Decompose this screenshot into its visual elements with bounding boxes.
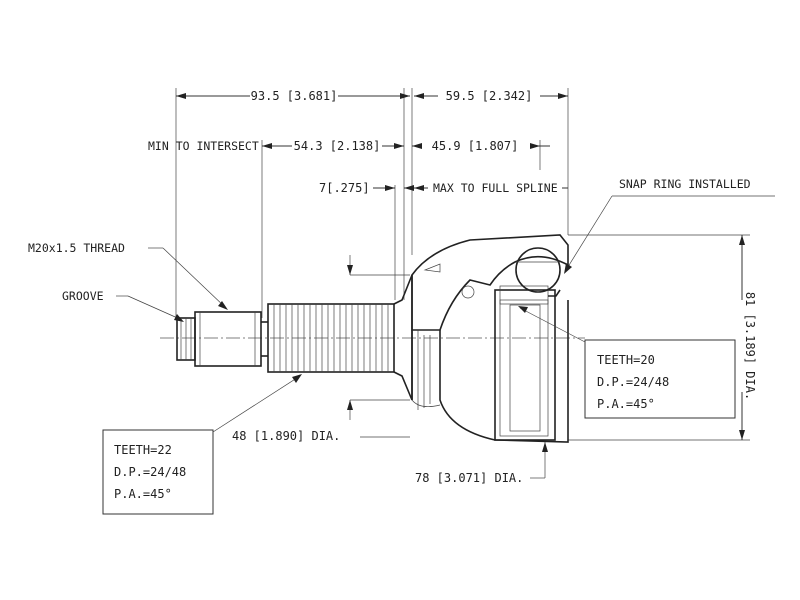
dim-spline-length: 45.9 [1.807] [412, 139, 550, 153]
dim-housing-dia-text: 78 [3.071] DIA. [415, 471, 523, 485]
dim-outer-dia: 81 [3.189] DIA. [739, 235, 757, 440]
dim-overall-left-text: 93.5 [3.681] [251, 89, 338, 103]
dim-stem-dia: 48 [1.890] DIA. [232, 255, 410, 443]
callout-thread: M20x1.5 THREAD [28, 241, 228, 310]
housing-outer [439, 300, 569, 443]
dim-overall-left: 93.5 [3.681] [176, 89, 410, 103]
spec-inner-pa: P.A.=45° [597, 397, 655, 411]
thread-label: M20x1.5 THREAD [28, 241, 125, 255]
dim-stem-length: MIN TO INTERSECT 54.3 [2.138] [148, 139, 404, 153]
min-to-intersect-label: MIN TO INTERSECT [148, 139, 259, 153]
snap-ring [548, 289, 561, 297]
dim-shoulder-text: 7[.275] [319, 181, 370, 195]
dim-shoulder: 7[.275] MAX TO FULL SPLINE [319, 181, 568, 195]
dim-overall-right: 59.5 [2.342] [414, 89, 568, 103]
dim-overall-right-text: 59.5 [2.342] [446, 89, 533, 103]
housing-section [411, 234, 569, 331]
spec-outer-dp: D.P.=24/48 [114, 465, 186, 479]
callout-snap-ring: SNAP RING INSTALLED [564, 177, 775, 274]
snap-ring-label: SNAP RING INSTALLED [619, 177, 751, 191]
spec-outer-pa: P.A.=45° [114, 487, 172, 501]
dim-housing-dia: 78 [3.071] DIA. [415, 442, 548, 485]
groove-label: GROOVE [62, 289, 104, 303]
spec-box-outer: TEETH=22 D.P.=24/48 P.A.=45° [102, 374, 302, 515]
inner-race [494, 289, 556, 441]
splined-shaft [267, 303, 395, 373]
spec-outer-teeth: TEETH=22 [114, 443, 172, 457]
dim-spline-length-text: 45.9 [1.807] [432, 139, 519, 153]
joint-body [176, 234, 569, 443]
dim-stem-length-text: 54.3 [2.138] [294, 139, 381, 153]
neck [393, 274, 413, 401]
spline-lines [273, 304, 389, 372]
ball [515, 247, 561, 293]
dim-outer-dia-text: 81 [3.189] DIA. [743, 292, 757, 400]
spec-inner-teeth: TEETH=20 [597, 353, 655, 367]
spec-box-inner: TEETH=20 D.P.=24/48 P.A.=45° [518, 306, 736, 419]
spec-inner-dp: D.P.=24/48 [597, 375, 669, 389]
max-to-full-spline-label: MAX TO FULL SPLINE [433, 181, 558, 195]
dim-stem-dia-text: 48 [1.890] DIA. [232, 429, 340, 443]
thread-body [194, 311, 262, 367]
extension-lines [175, 88, 750, 441]
callout-groove: GROOVE [62, 289, 184, 322]
